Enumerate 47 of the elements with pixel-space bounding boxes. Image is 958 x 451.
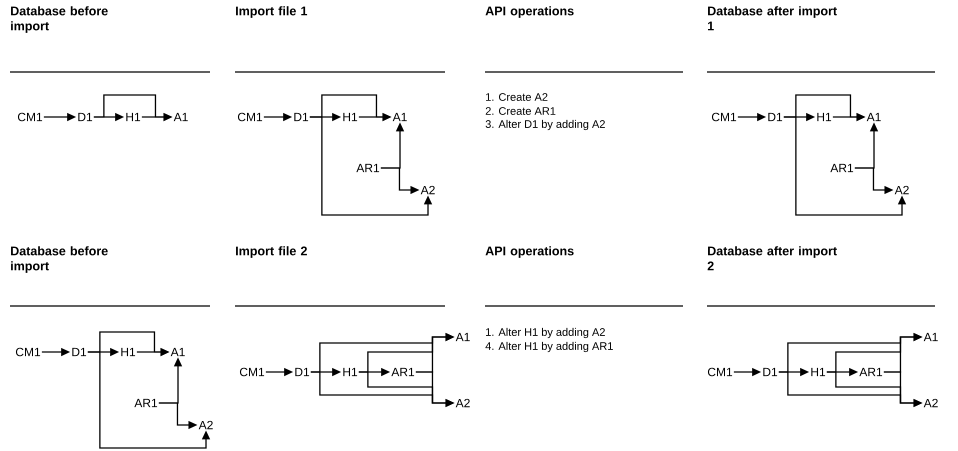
node-label: CM1 xyxy=(238,112,262,122)
node-label: D1 xyxy=(78,112,92,122)
node-label: AR1 xyxy=(356,164,380,172)
node-label: A2 xyxy=(198,420,213,430)
node-label: A1 xyxy=(174,112,188,122)
node-label: CM1 xyxy=(16,348,40,356)
node-label: A2 xyxy=(894,186,909,194)
node-label: CM1 xyxy=(708,368,732,376)
node-label: D1 xyxy=(72,348,86,356)
panel-heading: Import file 1 xyxy=(236,6,308,18)
node-label: A1 xyxy=(392,112,407,122)
operation-text: 1. Alter H1 by adding A2 xyxy=(486,328,605,338)
node-label: D1 xyxy=(295,368,310,376)
node-label: H1 xyxy=(811,368,826,376)
node-label: CM1 xyxy=(18,112,42,122)
node-label: A1 xyxy=(456,332,470,342)
panel-heading: API operations xyxy=(486,246,574,258)
node-label: H1 xyxy=(126,112,140,122)
node-label: A2 xyxy=(924,398,938,408)
node-label: H1 xyxy=(817,112,832,122)
panel-heading: Database after import 2 xyxy=(708,246,837,270)
operation-text: 1. Create A2 xyxy=(486,93,548,101)
node-label: H1 xyxy=(121,348,136,356)
operation-text: 4. Alter H1 by adding AR1 xyxy=(485,342,613,352)
node-label: A1 xyxy=(924,332,938,342)
operation-text: 3. Alter D1 by adding A2 xyxy=(486,120,605,130)
panel-heading: API operations xyxy=(486,6,574,18)
node-label: AR1 xyxy=(391,368,414,376)
node-label: D1 xyxy=(294,112,308,122)
node-label: A1 xyxy=(170,348,185,356)
node-label: A1 xyxy=(866,112,881,122)
node-label: H1 xyxy=(343,112,358,122)
panel-heading: Database before import xyxy=(11,246,108,273)
panel-heading: Database before import xyxy=(11,6,108,33)
node-label: AR1 xyxy=(859,368,882,376)
node-label: D1 xyxy=(768,112,782,122)
node-label: A2 xyxy=(420,186,435,194)
node-label: AR1 xyxy=(830,164,854,172)
node-label: CM1 xyxy=(712,112,736,122)
node-label: AR1 xyxy=(134,398,158,408)
node-label: H1 xyxy=(343,368,358,376)
node-label: D1 xyxy=(763,368,778,376)
node-label: CM1 xyxy=(240,368,264,376)
panel-heading: Database after import 1 xyxy=(708,6,837,30)
operation-text: 2. Create AR1 xyxy=(486,107,556,115)
node-label: A2 xyxy=(456,398,470,408)
panel-heading: Import file 2 xyxy=(236,246,307,258)
